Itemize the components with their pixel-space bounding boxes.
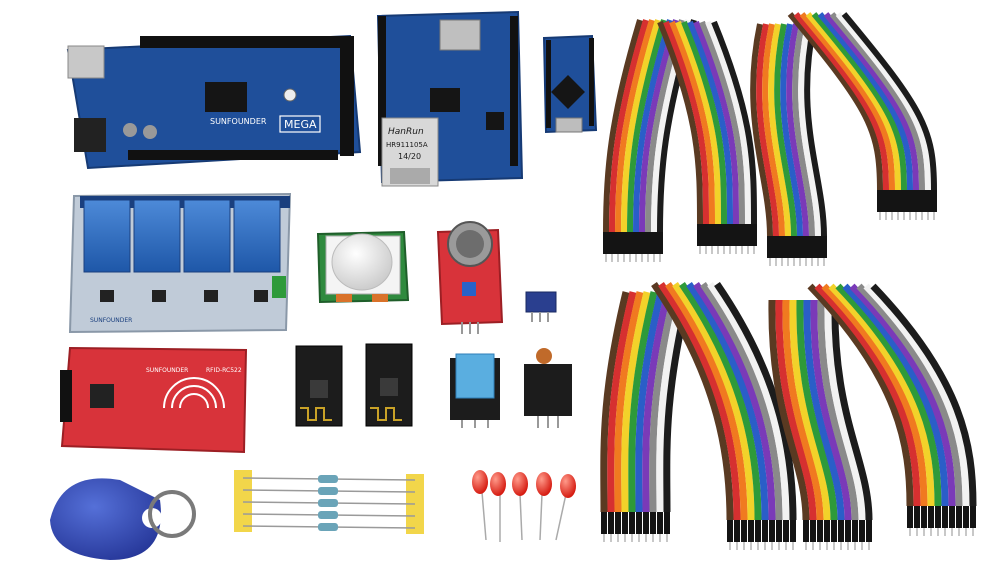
wire-bundle-top-left-a — [603, 19, 697, 262]
nrf24-module-right — [365, 343, 413, 427]
relay-brand-label: SUNFOUNDER — [90, 317, 132, 324]
wire-bundle-bottom-left-a — [600, 291, 693, 542]
arduino-nano-board — [542, 34, 598, 134]
wire-bundle-bottom-right-b — [807, 283, 977, 536]
nrf24-module-left — [295, 345, 343, 427]
jack-part-label: HR911105A — [386, 141, 428, 149]
wire-bundle-bottom-right-a — [768, 299, 873, 550]
mega-model-label: MEGA — [284, 118, 317, 131]
red-leds — [472, 470, 576, 542]
ethernet-shield: HanRun HR911105A 14/20 — [376, 10, 524, 187]
jack-brand-label: HanRun — [388, 127, 424, 137]
jumper-wire-bundles — [600, 12, 977, 550]
rfid-key-tag — [50, 478, 196, 560]
wire-bundle-top-right-b — [787, 12, 937, 220]
wire-bundle-top-left-b — [657, 20, 757, 254]
photoresistor-module — [524, 348, 572, 428]
jack-code-label: 14/20 — [398, 152, 421, 161]
dht11-sensor — [450, 353, 500, 428]
four-channel-relay-module: SUNFOUNDER — [68, 192, 292, 334]
arduino-mega-board: SUNFOUNDER MEGA — [66, 34, 362, 170]
resistor-strip — [234, 470, 424, 534]
wire-bundle-bottom-left-b — [651, 282, 797, 550]
rfid-model-label: RFID-RC522 — [206, 367, 242, 374]
rfid-brand-label: SUNFOUNDER — [146, 367, 188, 374]
mega-brand-label: SUNFOUNDER — [210, 117, 267, 126]
small-sensor-module — [525, 291, 557, 322]
pir-motion-sensor — [316, 230, 410, 304]
wire-bundle-top-right-a — [750, 23, 827, 266]
rfid-reader-module: SUNFOUNDER RFID-RC522 — [60, 346, 248, 454]
gas-sensor-module — [436, 221, 504, 334]
